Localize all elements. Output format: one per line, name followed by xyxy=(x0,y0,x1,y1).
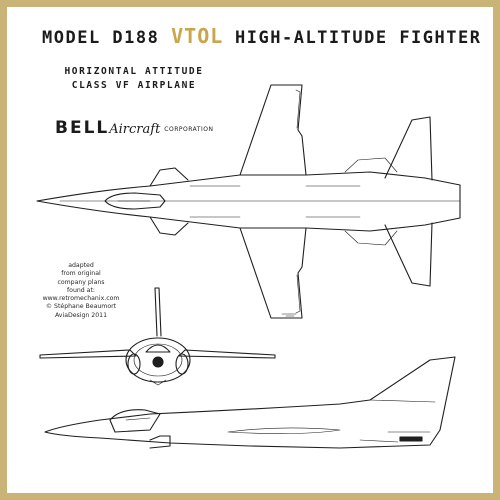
side-view-wing-root xyxy=(227,427,341,434)
side-view-intake xyxy=(149,435,171,449)
logo-corporation: CORPORATION xyxy=(164,125,214,133)
logo-aircraft-script: Aircraft xyxy=(109,122,161,137)
side-view-fin-detail xyxy=(369,399,436,433)
top-view xyxy=(36,84,461,319)
credits-line: © Stéphane Beaumort xyxy=(45,303,117,311)
side-view-canopy xyxy=(109,409,161,433)
front-view-right-intake xyxy=(175,353,189,375)
front-view-canopy xyxy=(145,344,171,353)
top-view-upper-strake xyxy=(149,167,189,187)
front-view-fuselage xyxy=(125,337,191,383)
top-view-upper-tailplane xyxy=(384,116,433,181)
credits-line: company plans xyxy=(57,278,105,286)
side-view xyxy=(44,356,456,449)
top-view-lower-strake xyxy=(149,216,189,236)
front-view-left-wing xyxy=(39,349,137,359)
bell-aircraft-logo: BELLAircraft CORPORATION xyxy=(55,118,213,138)
logo-bell: BELL xyxy=(55,118,110,138)
top-view-fuselage xyxy=(36,171,461,232)
drawing-title: MODEL D188 VTOL HIGH-ALTITUDE FIGHTER xyxy=(42,24,480,48)
front-view-left-intake xyxy=(127,353,141,375)
front-view xyxy=(39,287,276,386)
title-model: MODEL D188 xyxy=(42,28,160,48)
side-view-exhaust xyxy=(399,436,423,442)
credits-line: AviaDesign 2011 xyxy=(54,311,108,319)
title-vtol: VTOL xyxy=(171,24,224,48)
credits-block: adapted from original company plans foun… xyxy=(40,262,122,320)
top-view-lower-wing xyxy=(239,227,307,319)
top-view-lower-wing-flap xyxy=(295,274,301,314)
credits-url: www.retromechanix.com xyxy=(42,295,120,303)
top-view-lower-tailplane xyxy=(384,222,433,287)
credits-line: found at: xyxy=(66,286,95,294)
front-view-fin xyxy=(154,287,162,337)
top-view-upper-wing-flap xyxy=(295,89,301,129)
credits-line: adapted xyxy=(68,262,94,269)
side-view-fuselage xyxy=(44,356,456,449)
title-description: HIGH-ALTITUDE FIGHTER xyxy=(235,28,482,48)
front-view-right-wing xyxy=(178,349,276,359)
credits-line: from original xyxy=(61,270,101,278)
front-view-nose xyxy=(152,356,164,368)
top-view-wing-tip-mark xyxy=(281,313,297,317)
subtitle-line-1: HORIZONTAL ATTITUDE xyxy=(64,66,204,77)
subtitle-line-2: CLASS VF AIRPLANE xyxy=(71,80,197,91)
top-view-upper-wing xyxy=(239,84,307,176)
